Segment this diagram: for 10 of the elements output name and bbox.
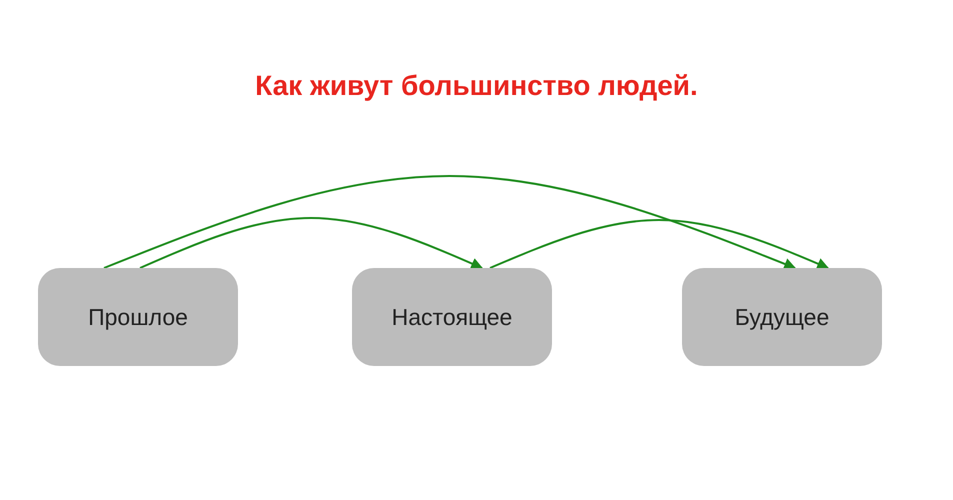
node-label: Прошлое	[88, 304, 188, 330]
node-label: Настоящее	[392, 304, 512, 330]
rounded-box	[38, 268, 238, 366]
arrow	[490, 219, 830, 270]
title: Как живут большинство людей.	[254, 70, 699, 102]
arrow	[140, 217, 484, 270]
rounded-box	[682, 268, 882, 366]
rounded-box	[352, 268, 552, 366]
node-label: Будущее	[734, 304, 830, 330]
arrow	[104, 175, 796, 270]
